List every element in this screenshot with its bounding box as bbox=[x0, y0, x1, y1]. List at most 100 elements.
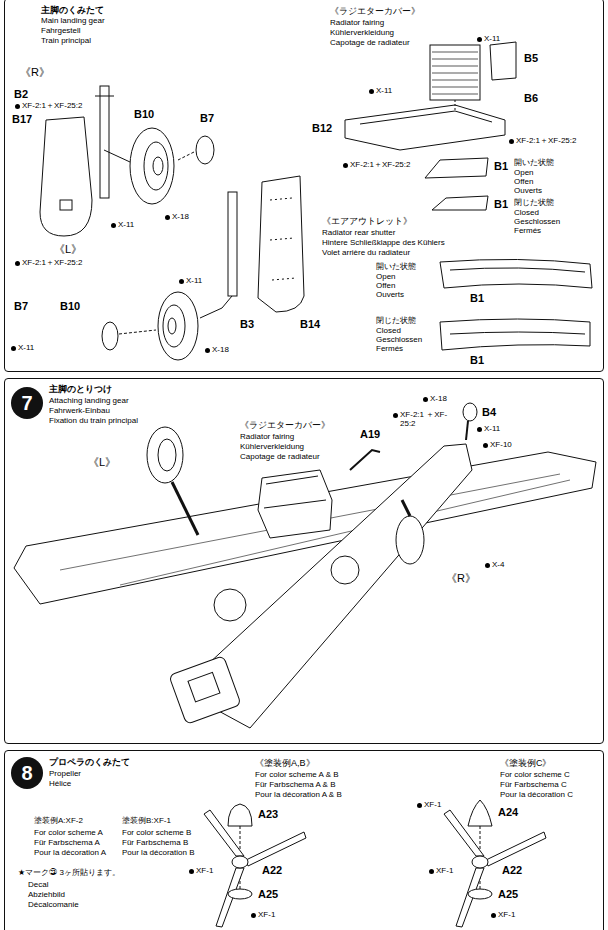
callout-text: Closed bbox=[376, 326, 401, 335]
callout-text: Pour la décoration C bbox=[500, 790, 573, 799]
line-art bbox=[228, 804, 252, 826]
callout-text: Open bbox=[514, 168, 534, 177]
part-number: A24 bbox=[498, 806, 518, 819]
paint-code: X-4 bbox=[492, 560, 504, 569]
callout-text: For color scheme A & B bbox=[255, 770, 339, 779]
paint-dot bbox=[251, 913, 256, 918]
callout-text: Für Farbschema A & B bbox=[255, 780, 335, 789]
callout-text: 《R》 bbox=[20, 66, 50, 79]
callout-text: Capotage de radiateur bbox=[330, 38, 410, 47]
callout-text: Für Farbschema C bbox=[500, 780, 567, 789]
step-number-text: 7 bbox=[11, 387, 43, 419]
paint-code: X-11 bbox=[186, 276, 202, 285]
paint-dot bbox=[477, 37, 482, 42]
paint-dot bbox=[369, 89, 374, 94]
line-art bbox=[158, 439, 176, 471]
paint-dot bbox=[111, 223, 116, 228]
paint-code: XF-1 bbox=[436, 866, 453, 875]
step-title-translation: Fahrwerk-Einbau bbox=[49, 406, 110, 415]
line-art bbox=[100, 86, 109, 198]
radiator-fairing bbox=[345, 42, 592, 350]
step-title-translation: Fahrgestell bbox=[41, 26, 81, 35]
part-number: B1 bbox=[494, 198, 508, 211]
paint-dot bbox=[477, 427, 482, 432]
paint-dot bbox=[423, 397, 428, 402]
callout-text: For color scheme B bbox=[122, 828, 191, 837]
callout-text: Abziehbild bbox=[28, 890, 65, 899]
part-number: A22 bbox=[262, 864, 282, 877]
line-art bbox=[95, 96, 130, 162]
paint-code: X-11 bbox=[18, 343, 34, 352]
line-art bbox=[153, 157, 163, 175]
callout-text: Für Farbschema A bbox=[34, 838, 100, 847]
step-title: 主脚のくみたて bbox=[41, 5, 104, 15]
callout-text: Für Farbschema B bbox=[122, 838, 188, 847]
part-number: A22 bbox=[502, 864, 522, 877]
part-number: B5 bbox=[524, 52, 538, 65]
callout-text: Radiator rear shutter bbox=[322, 228, 395, 237]
line-art bbox=[147, 427, 183, 483]
part-number: B1 bbox=[470, 292, 484, 305]
step-title: プロペラのくみたて bbox=[49, 757, 130, 767]
line-art bbox=[466, 421, 468, 440]
part-number: B10 bbox=[134, 108, 154, 121]
callout-text: Geschlossen bbox=[376, 335, 422, 344]
callout-text: Radiator fairing bbox=[240, 432, 294, 441]
part-number: A23 bbox=[258, 808, 278, 821]
callout-text: 《ラジエターカバー》 bbox=[330, 6, 420, 16]
paint-dot bbox=[429, 869, 434, 874]
line-art bbox=[450, 332, 585, 334]
callout-text: Closed bbox=[514, 208, 539, 217]
paint-code: XF-10 bbox=[490, 440, 512, 449]
line-art bbox=[102, 322, 118, 350]
paint-code: XF-1 bbox=[196, 866, 213, 875]
line-art bbox=[468, 800, 492, 826]
line-art bbox=[455, 100, 456, 110]
callout-text: Radiator fairing bbox=[330, 18, 384, 27]
part-number: B17 bbox=[12, 113, 32, 126]
callout-text: For color scheme C bbox=[500, 770, 570, 779]
callout-text: Fermés bbox=[514, 226, 541, 235]
paint-code: XF-1 bbox=[498, 910, 515, 919]
paint-code: X-18 bbox=[212, 345, 229, 354]
line-art bbox=[169, 656, 241, 725]
part-number: B7 bbox=[200, 112, 214, 125]
line-art bbox=[40, 117, 92, 236]
paint-dot bbox=[343, 163, 348, 168]
part-number: B7 bbox=[14, 300, 28, 313]
line-art bbox=[178, 152, 194, 160]
step-title-translation: Train principal bbox=[41, 36, 91, 45]
paint-dot bbox=[491, 913, 496, 918]
paint-dot bbox=[11, 346, 16, 351]
callout-text: Pour la décoration A & B bbox=[255, 790, 342, 799]
callout-text: For color scheme A bbox=[34, 828, 103, 837]
line-art bbox=[258, 470, 332, 538]
paint-code: X-11 bbox=[484, 34, 500, 43]
step-panel: 主脚のとりつけAttaching landing gearFahrwerk-Ei… bbox=[4, 378, 604, 744]
paint-dot bbox=[189, 869, 194, 874]
callout-text: Hintere Schließklappe des Kühlers bbox=[322, 238, 445, 247]
line-art bbox=[463, 403, 477, 421]
callout-text: Décalcomanie bbox=[28, 900, 79, 909]
part-number: A25 bbox=[258, 888, 278, 901]
callout-text: Fermés bbox=[376, 344, 403, 353]
callout-text: Kühlerverkleidung bbox=[240, 442, 304, 451]
line-art bbox=[188, 672, 220, 702]
line-art bbox=[158, 292, 198, 360]
line-art bbox=[450, 268, 585, 272]
part-number: B1 bbox=[470, 354, 484, 367]
line-art bbox=[200, 296, 232, 318]
callout-text: Open bbox=[376, 272, 396, 281]
part-number: B2 bbox=[14, 88, 28, 101]
line-art bbox=[468, 889, 492, 899]
paint-dot bbox=[417, 803, 422, 808]
line-art bbox=[486, 832, 546, 866]
part-number: B12 bbox=[312, 122, 332, 135]
line-art bbox=[432, 196, 488, 210]
step-title-translation: Main landing gear bbox=[41, 16, 105, 25]
paint-code: X-18 bbox=[430, 394, 447, 403]
part-number: B4 bbox=[482, 406, 496, 419]
callout-text: 《エアアウトレット》 bbox=[322, 216, 412, 226]
line-art bbox=[258, 176, 304, 312]
